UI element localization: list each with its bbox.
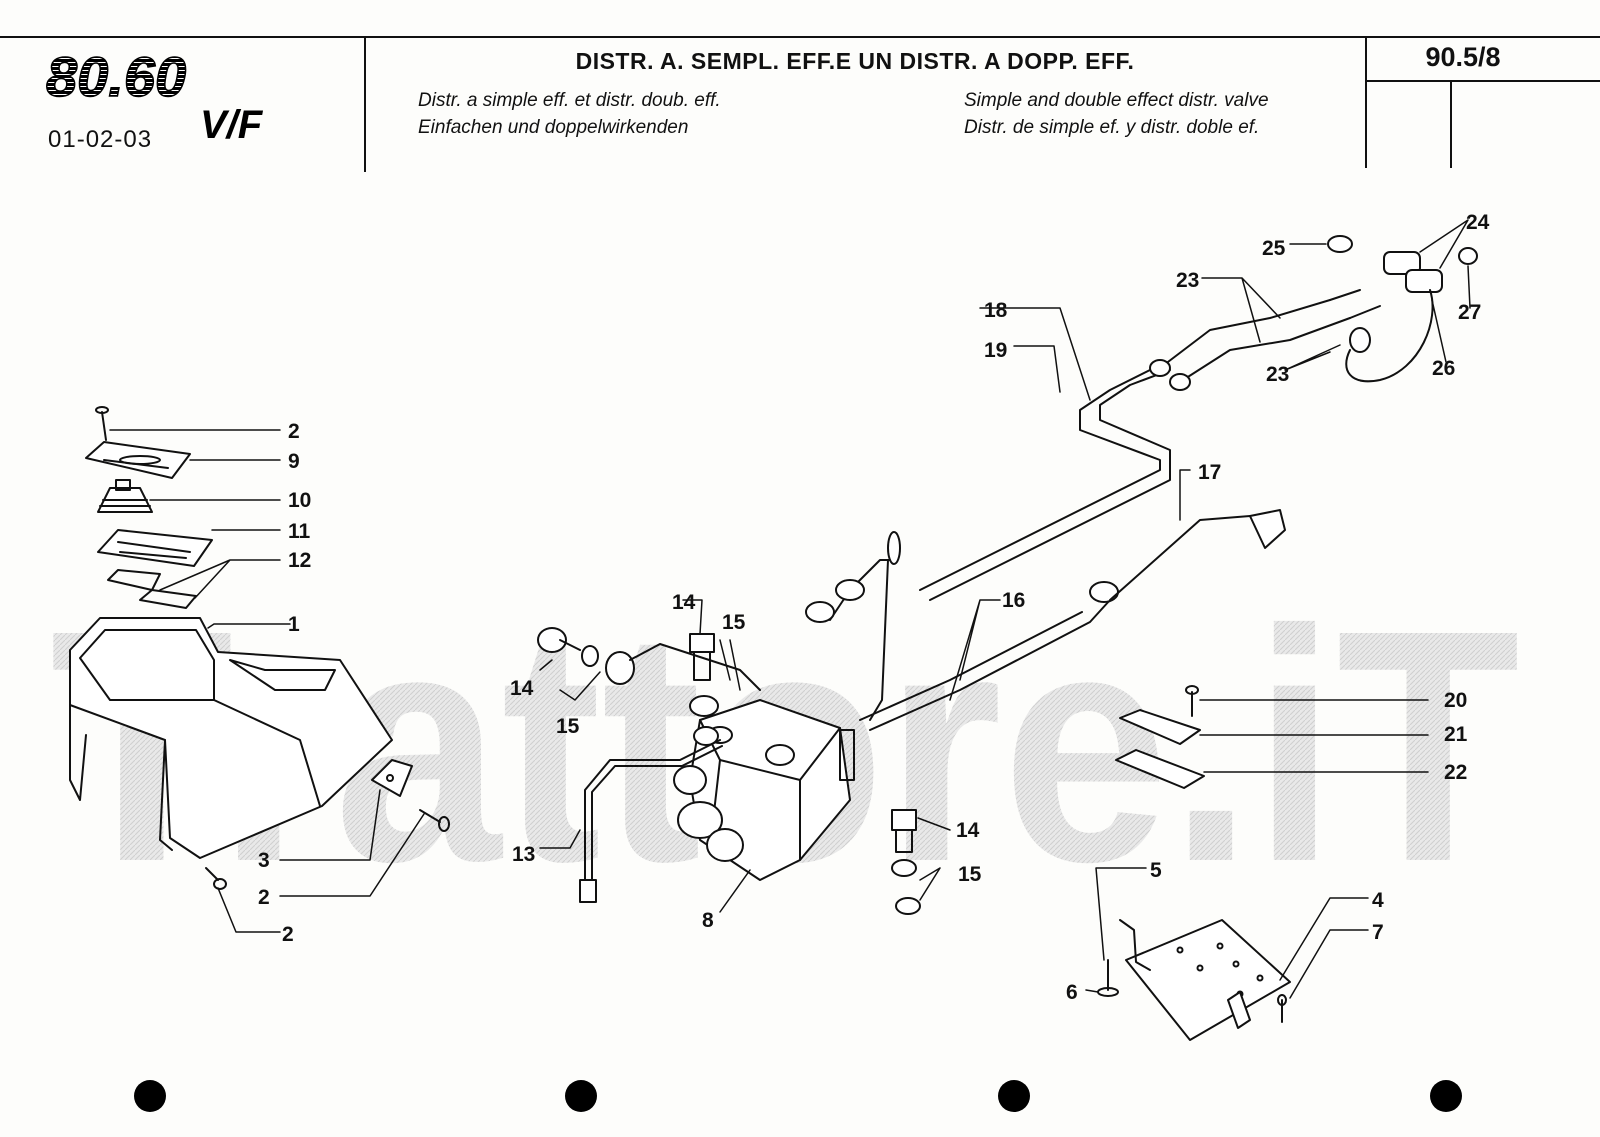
punch-hole [134,1080,166,1112]
pipes-16 [859,509,1286,731]
page-number: 90.5/8 [1425,42,1501,72]
cap-27 [1458,247,1478,265]
callout-10: 10 [288,489,312,512]
bolt-6 [1097,959,1119,997]
distributor-valve-8 [673,699,855,881]
subtitle-fr: Distr. a simple eff. et distr. doub. eff… [418,90,721,111]
callout-12: 12 [288,549,312,572]
callout-9: 9 [288,450,300,473]
bolt-7 [1277,994,1287,1023]
model-logo-text: 80.60 [46,48,186,108]
rubber-boot-10 [97,479,153,513]
bolt-2-side [419,809,450,832]
callout-16: 16 [1002,589,1026,612]
callout-7: 7 [1372,921,1384,944]
callout-15-c: 15 [958,863,982,886]
callout-4: 4 [1372,889,1384,912]
callout-27: 27 [1458,301,1482,324]
subtitle-de: Einfachen und doppelwirkenden [418,117,689,138]
fitting-14-left [537,627,761,691]
callout-5: 5 [1150,859,1162,882]
callout-17: 17 [1198,461,1222,484]
callout-23-bottom: 23 [1266,363,1290,386]
callout-26: 26 [1432,357,1456,380]
callout-2-mid: 2 [258,886,270,909]
callout-13: 13 [512,843,536,866]
leader-lines [109,219,1471,999]
subtitle-es: Distr. de simple ef. y distr. doble ef. [964,117,1260,138]
fitting-14-center [689,633,719,746]
plate-9 [85,441,191,479]
bolt-2-top [95,406,109,441]
plate-11 [97,529,213,567]
header-top-rule [0,36,1600,38]
callout-8: 8 [702,909,714,932]
callout-3: 3 [258,849,270,872]
cable-26 [1345,289,1434,383]
page-number-divider [1450,80,1452,168]
page-title: DISTR. A. SEMPL. EFF.E UN DISTR. A DOPP.… [575,48,1135,74]
bolt-20 [1185,685,1199,717]
callout-24: 24 [1466,211,1490,234]
model-code: 01-02-03 [48,126,153,153]
punch-hole [565,1080,597,1112]
base-plate-4 [1125,919,1291,1041]
callout-1: 1 [288,613,300,636]
callout-23-top: 23 [1176,269,1200,292]
page-number-underline [1365,80,1600,82]
fitting-14-lower [891,809,921,915]
clip-25 [1327,235,1353,253]
pipes-18-19 [805,369,1171,623]
callout-25: 25 [1262,237,1286,260]
punch-hole [998,1080,1030,1112]
model-suffix: V/F [200,103,264,147]
plate-22 [1115,749,1205,789]
header-divider-left [364,38,366,172]
pipe-13 [584,739,721,891]
model-logo: 80.60 V/F [45,48,264,147]
model-block: 80.60 V/F 01-02-03 [40,48,360,168]
bracket-5 [1119,919,1151,971]
callout-2-low: 2 [282,923,294,946]
callout-15-a: 15 [722,611,746,634]
callout-19: 19 [984,339,1008,362]
callout-20: 20 [1444,689,1468,712]
punch-hole [1430,1080,1462,1112]
callout-11: 11 [288,520,311,543]
subtitle-en: Simple and double effect distr. valve [964,90,1269,111]
callout-18: 18 [984,299,1008,322]
console-cover [69,617,393,859]
callout-21: 21 [1444,723,1468,746]
callout-22: 22 [1444,761,1468,784]
callout-14-b: 14 [510,677,534,700]
callout-6: 6 [1066,981,1078,1004]
couplers-24 [1383,251,1443,293]
callout-15-b: 15 [556,715,580,738]
header-divider-right [1365,38,1367,168]
hoses-23 [1149,289,1381,391]
strap-21 [1119,709,1201,745]
callout-14-a: 14 [672,591,696,614]
bracket-3 [371,759,413,797]
callout-14-c: 14 [956,819,980,842]
bolt-2-bottom [205,867,227,890]
callout-2-top: 2 [288,420,300,443]
